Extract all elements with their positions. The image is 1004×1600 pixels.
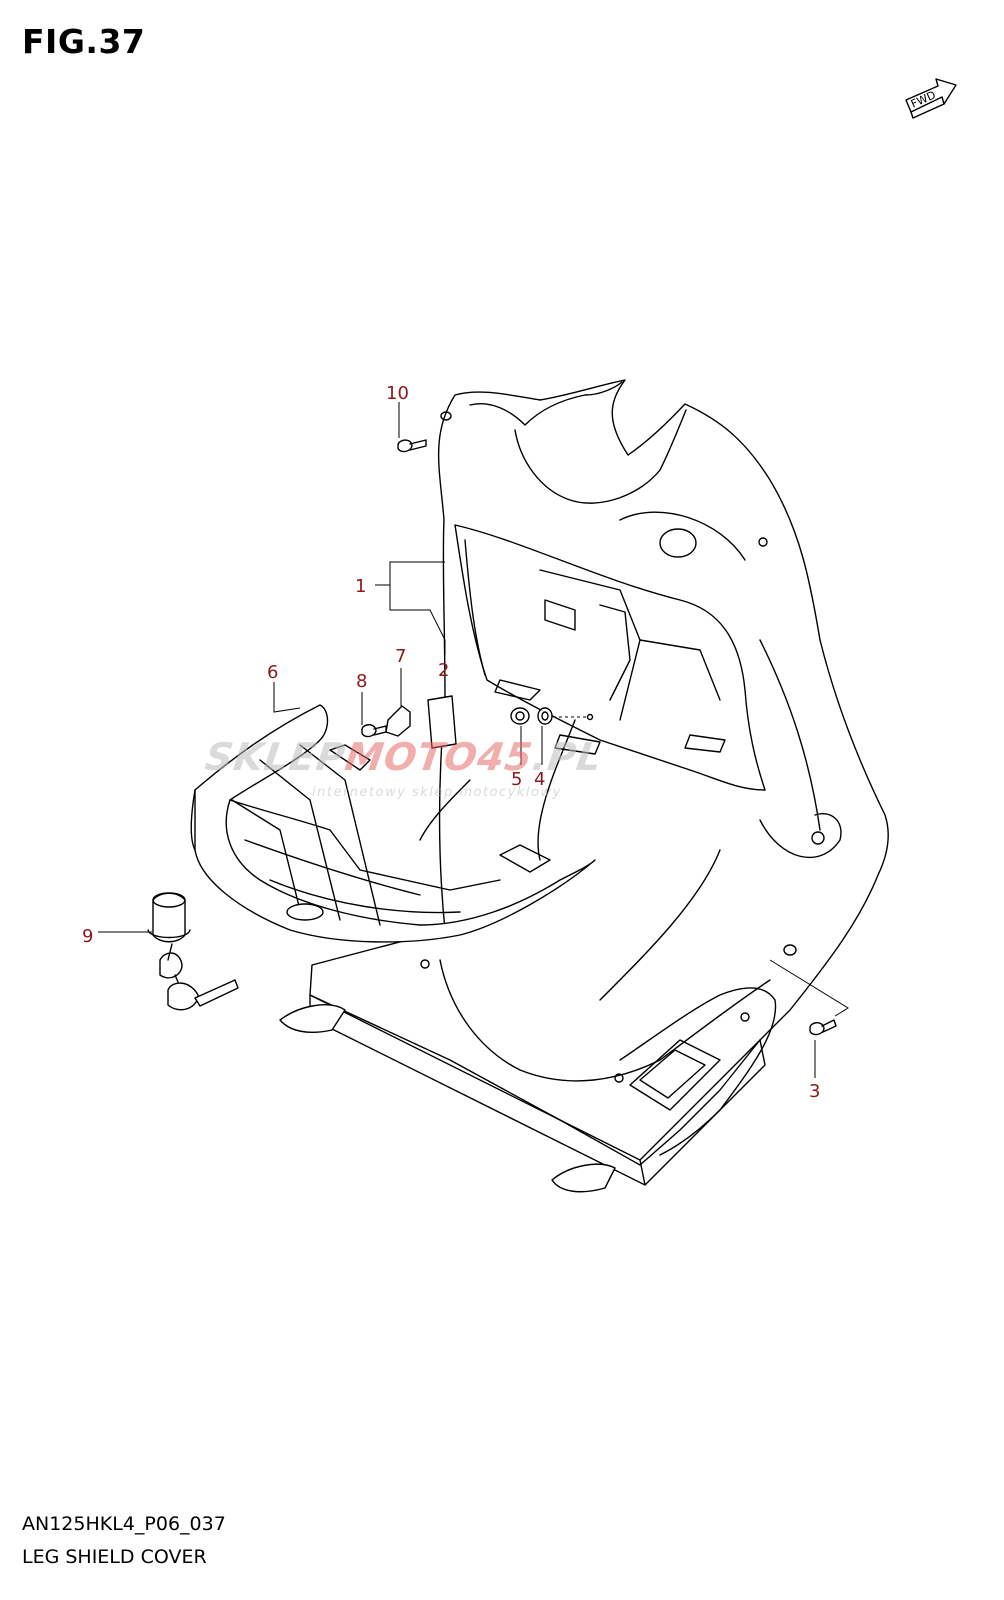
lock-set-part-9 [147,892,239,1011]
front-grille-part-6 [190,704,596,943]
callout-5: 5 [511,769,522,790]
callout-2: 2 [438,660,449,681]
callout-1: 1 [355,576,366,597]
callout-7: 7 [395,646,406,667]
figure-title: FIG.37 [22,22,146,61]
callout-10: 10 [386,383,409,404]
screw-part-10 [397,439,427,453]
watermark-brand-grey: SKLEP [202,736,348,780]
screw-part-3 [809,1019,837,1036]
nut-part-5 [510,707,530,725]
leg-shield-body [279,379,889,1193]
callout-4: 4 [534,769,545,790]
pad-part-2 [427,695,457,749]
leader-lines [98,402,849,1078]
callout-9: 9 [82,926,93,947]
watermark-brand-red: MOTO [342,736,480,780]
fwd-arrow-icon: FWD [905,78,957,119]
callout-3: 3 [809,1081,820,1102]
watermark-brand-tld: .PL [529,736,605,780]
screw-part-8 [361,724,387,738]
callout-8: 8 [356,671,367,692]
clamp-part-7 [385,705,411,737]
watermark: SKLEPMOTO45.PL internetowy sklep motocyk… [202,736,605,800]
washer-part-4 [537,707,553,725]
watermark-brand-num: 45 [473,736,535,780]
fwd-label: FWD [909,88,938,110]
model-code: AN125HKL4_P06_037 [22,1513,226,1535]
watermark-tagline: internetowy sklep motocyklowy [312,785,562,800]
part-name: LEG SHIELD COVER [22,1546,207,1568]
callout-6: 6 [267,662,278,683]
svg-text:SKLEPMOTO45.PL: SKLEPMOTO45.PL [202,736,605,780]
